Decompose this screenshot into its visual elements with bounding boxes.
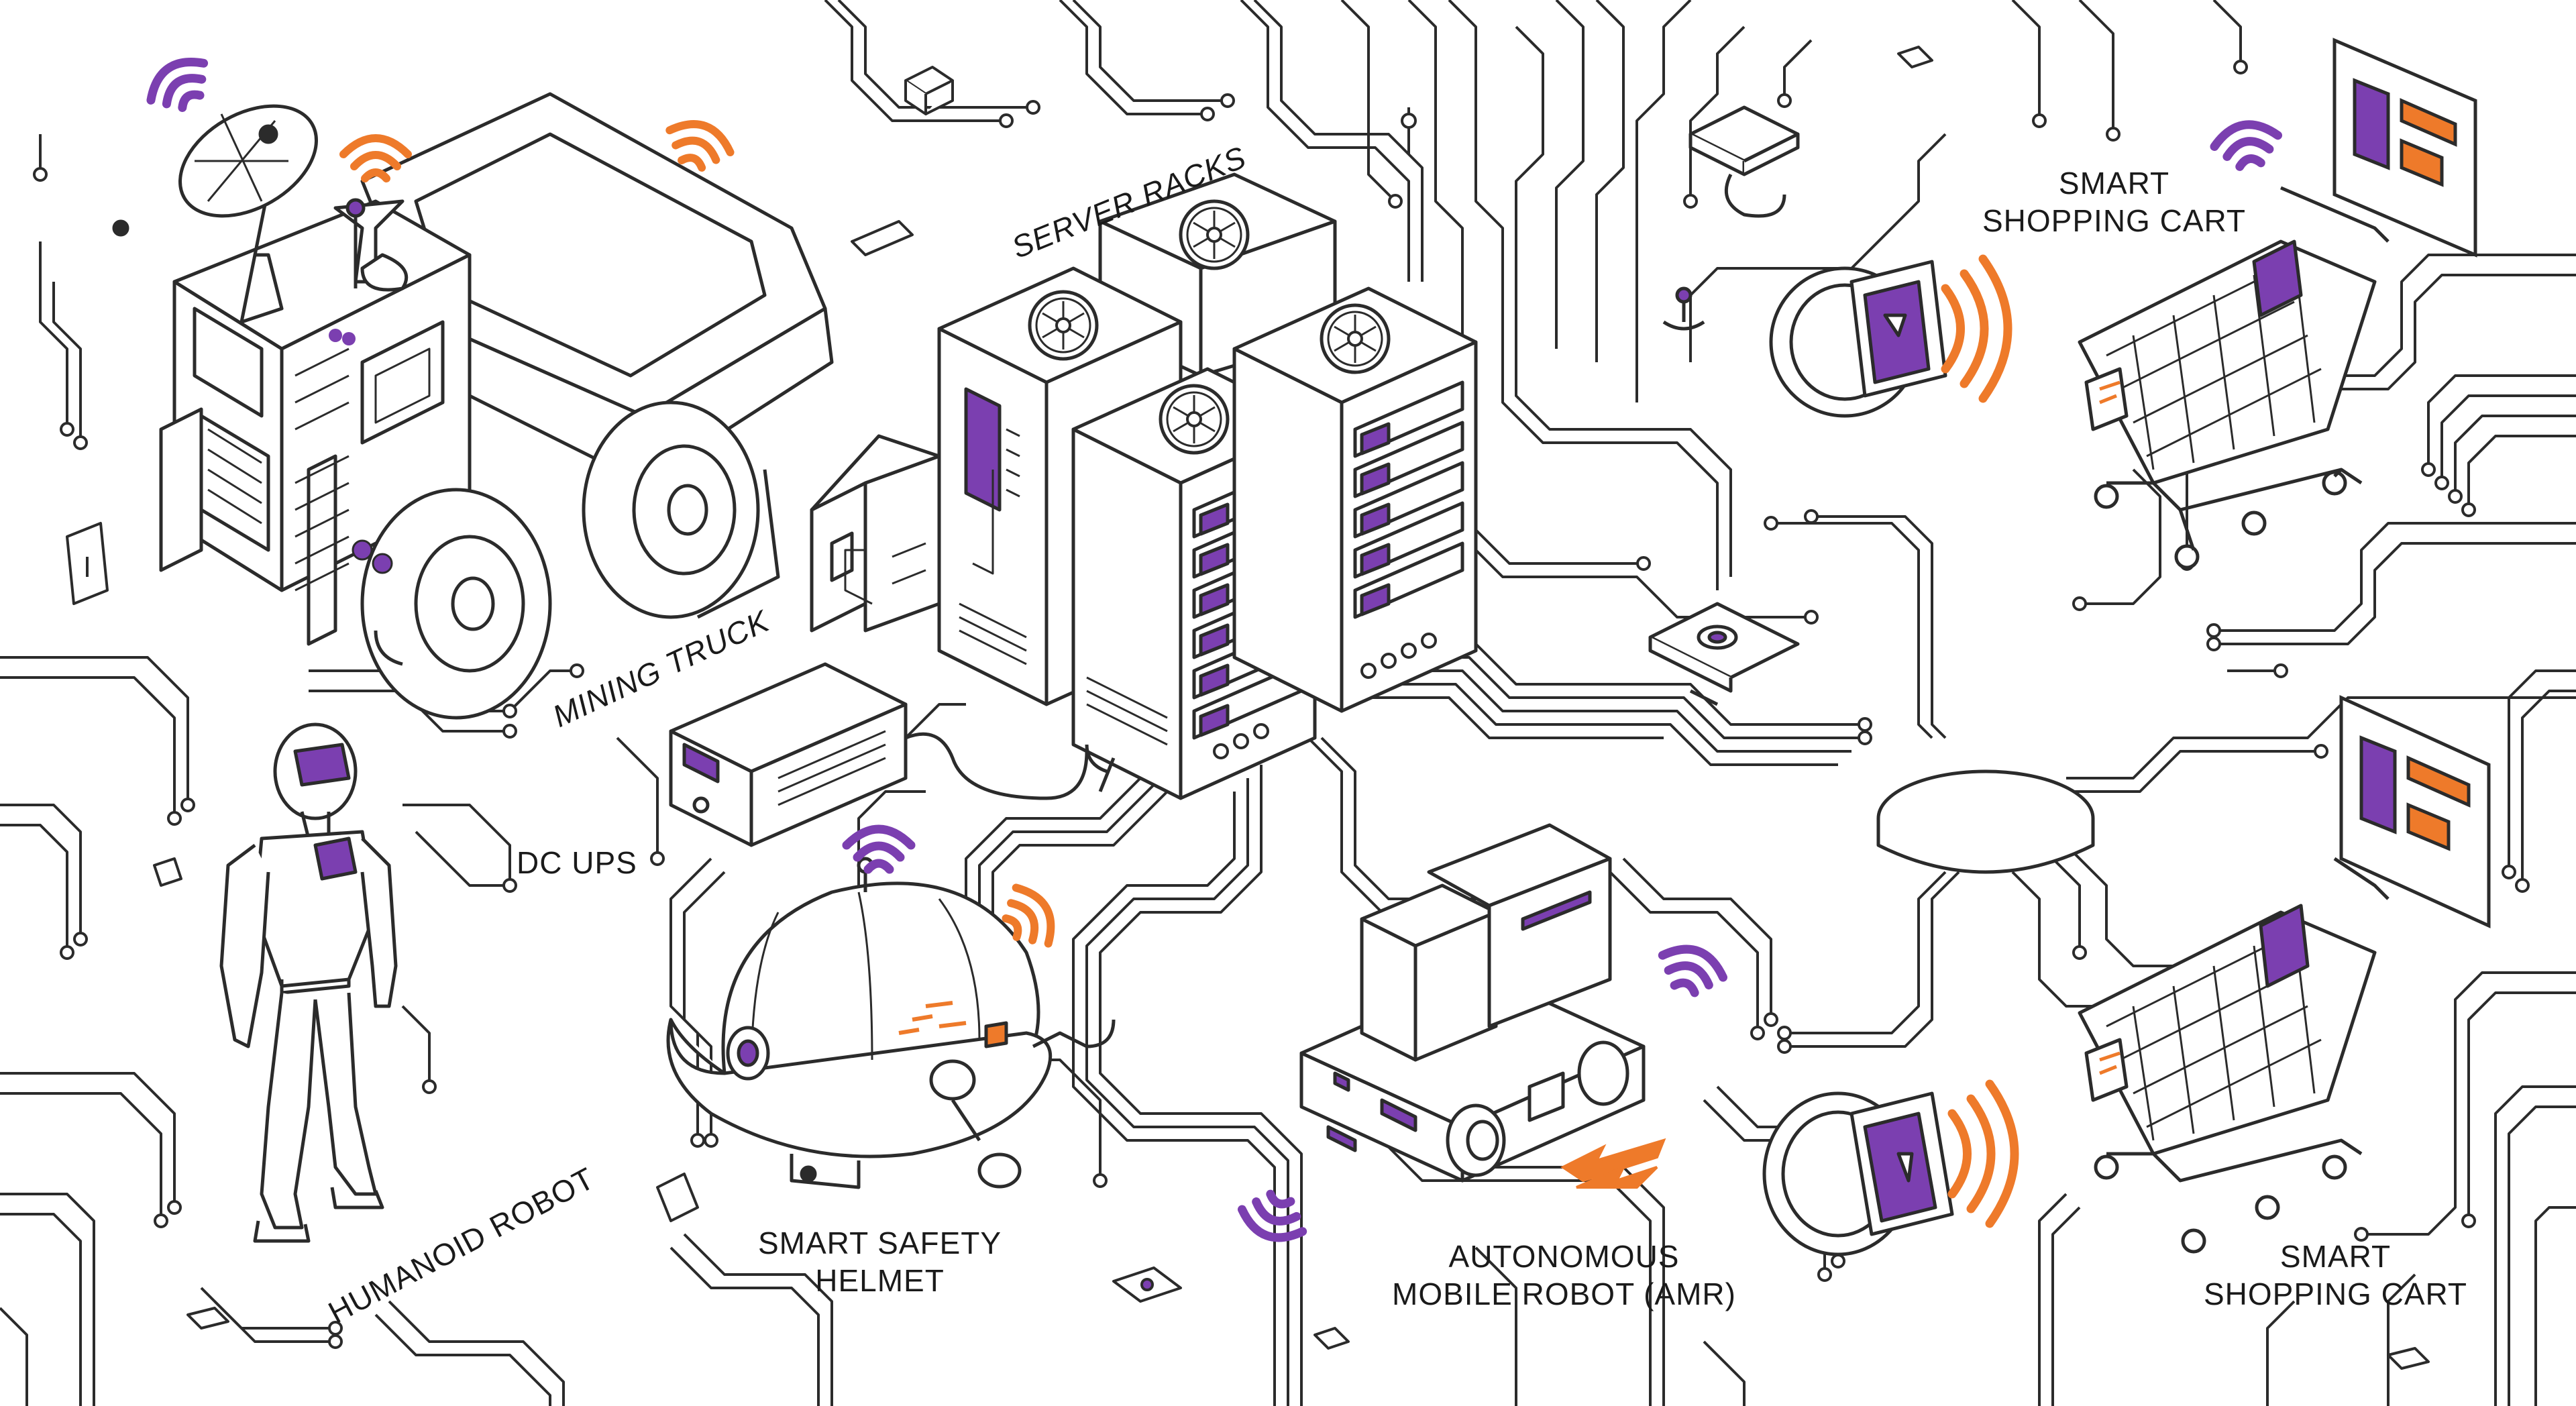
- label-cart-top-line1: SMART: [2058, 166, 2170, 201]
- label-dc-ups: DC UPS: [517, 844, 637, 881]
- rack-connectors: [1213, 633, 1437, 759]
- label-amr-line1: AUTONOMOUS: [1448, 1239, 1680, 1274]
- label-cart-bottom-line1: SMART: [2279, 1239, 2392, 1274]
- smartwatch-top: [1769, 260, 1947, 418]
- satellite-dish-icon: [178, 104, 318, 218]
- label-smart-shopping-cart-bottom: SMART SHOPPING CART: [2204, 1238, 2467, 1313]
- cart-display-bottom: [2339, 695, 2491, 928]
- wifi-signal-icon: [847, 829, 911, 869]
- chevron-arrows-icon: [1560, 1138, 1666, 1189]
- label-dc-ups-text: DC UPS: [517, 845, 637, 880]
- label-smart-safety-helmet: SMART SAFETY HELMET: [758, 1224, 1002, 1299]
- shopping-cart-top: [2078, 186, 2390, 570]
- label-smart-safety-helmet-line2: HELMET: [815, 1263, 945, 1298]
- label-smart-shopping-cart-top: SMART SHOPPING CART: [1982, 164, 2246, 239]
- wifi-signal-icon: [2212, 119, 2282, 170]
- shopping-cart-bottom: [2078, 857, 2390, 1254]
- network-hub-icon: [1648, 602, 2095, 874]
- label-cart-bottom-line2: SHOPPING CART: [2204, 1277, 2467, 1311]
- smart-safety-helmet: [666, 857, 1116, 1189]
- wifi-signal-icon: [142, 50, 217, 120]
- smartwatch-bottom: [1762, 1091, 1954, 1256]
- truck-wheel-front: [360, 488, 552, 720]
- amr-robot: [1299, 823, 1646, 1183]
- label-smart-safety-helmet-line1: SMART SAFETY: [758, 1226, 1002, 1260]
- mining-truck: [112, 92, 834, 720]
- server-racks: [810, 172, 1478, 800]
- humanoid-robot: [219, 722, 398, 1243]
- label-amr: AUTONOMOUS MOBILE ROBOT (AMR): [1392, 1238, 1736, 1313]
- small-components: [66, 46, 2430, 1370]
- wifi-signal-icon: [1952, 1084, 2015, 1224]
- wifi-signal-icon: [1945, 259, 2008, 398]
- label-cart-top-line2: SHOPPING CART: [1982, 203, 2246, 238]
- label-amr-line2: MOBILE ROBOT (AMR): [1392, 1277, 1736, 1311]
- network-switch: [1662, 105, 1800, 331]
- cart-display-top: [2332, 38, 2477, 258]
- truck-wheel-rear: [582, 400, 760, 619]
- rack-units-right: [1353, 380, 1464, 619]
- wifi-signal-icon: [1654, 940, 1729, 1000]
- wifi-signal-icon: [1236, 1187, 1311, 1246]
- dc-ups: [669, 662, 1089, 847]
